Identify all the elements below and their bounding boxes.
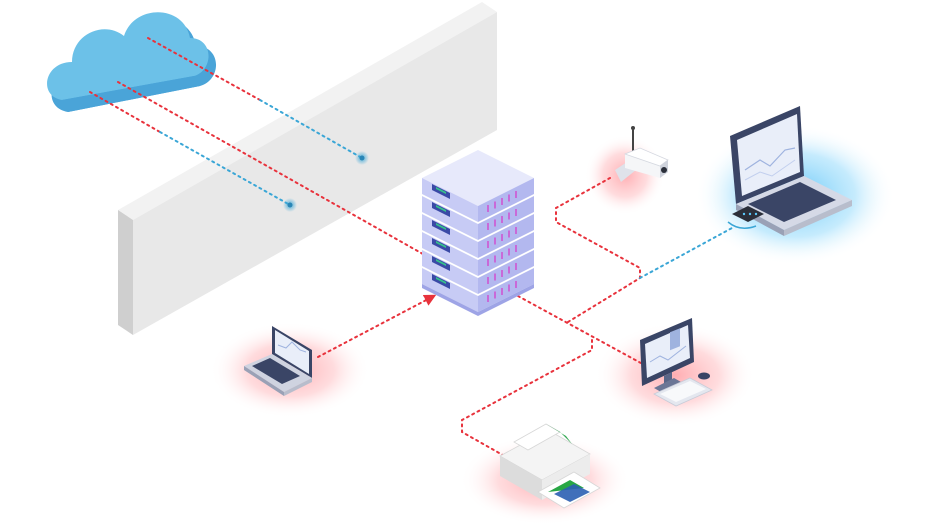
server-led <box>436 259 446 266</box>
server-rack-icon <box>422 150 534 316</box>
server-unit-right <box>478 232 534 276</box>
link-cloud-firewall-2 <box>89 91 161 133</box>
link-cloud-firewall-1b <box>259 99 363 159</box>
server-led <box>436 277 446 284</box>
server-unit-right <box>478 250 534 294</box>
link-server-laptop-wifi <box>639 227 733 279</box>
ip-camera-icon <box>615 126 669 182</box>
links <box>89 37 733 459</box>
link-server-printer <box>461 339 593 459</box>
laptop-left-icon <box>244 326 312 396</box>
desktop-glow <box>595 323 755 427</box>
server-unit-right <box>478 268 534 312</box>
server-led <box>436 205 446 212</box>
link-cloud-server <box>117 81 431 259</box>
server-unit-right <box>478 214 534 258</box>
ping-markers <box>283 151 369 212</box>
firewall-wall <box>118 2 497 335</box>
laptop-wifi-icon <box>727 106 852 236</box>
server-led <box>436 223 446 230</box>
printer-icon <box>499 423 601 509</box>
server-led <box>436 241 446 248</box>
cloud-icon <box>47 12 217 112</box>
link-laptop-server <box>317 294 437 358</box>
link-server-desktop <box>517 295 651 369</box>
link-cloud-firewall-2b <box>159 131 291 206</box>
server-unit-right <box>478 178 534 222</box>
desktop-computer-icon <box>640 318 713 407</box>
server-unit-right <box>478 196 534 240</box>
server-led <box>436 187 446 194</box>
